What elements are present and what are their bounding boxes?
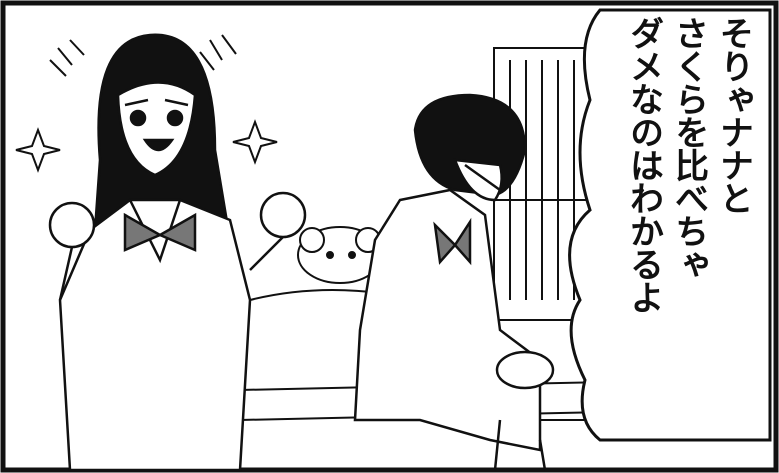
dialogue-column-1: そりゃナナと <box>713 16 754 214</box>
sparkles <box>15 34 278 173</box>
dialogue-column-3: ダメなのはわかるよ <box>623 16 664 313</box>
dialogue-column-2: さくらを比べちゃ <box>668 16 709 280</box>
girl-downcast <box>353 93 555 471</box>
girl-cheerful <box>48 33 307 472</box>
speech-bubble-shape <box>568 8 772 442</box>
